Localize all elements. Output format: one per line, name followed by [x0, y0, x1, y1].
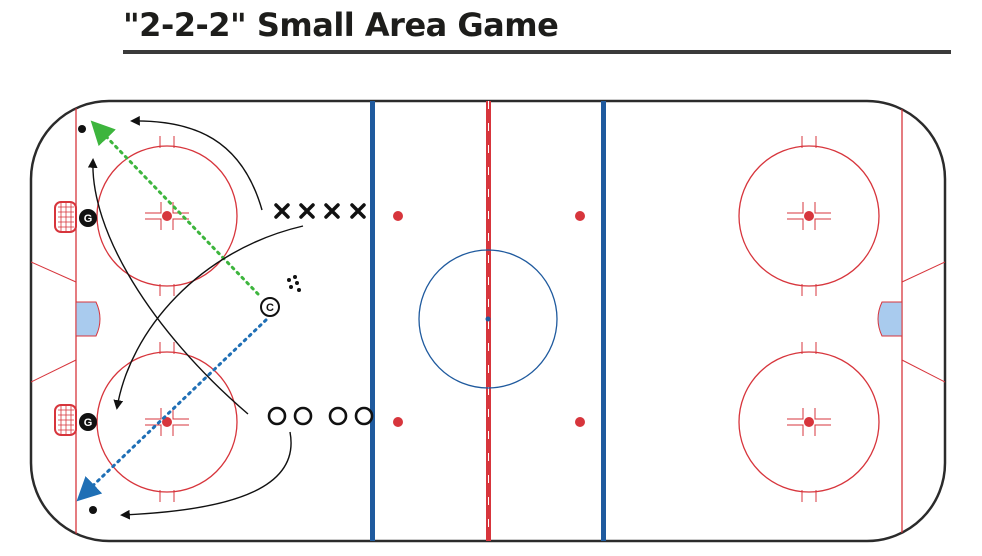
neutral-zone-dot: [575, 417, 585, 427]
coach-icon: C: [260, 297, 280, 317]
puck-icon: [89, 506, 97, 514]
goalie-icon: G: [79, 209, 97, 227]
right-blue-line: [601, 101, 606, 541]
neutral-zone-dot: [393, 417, 403, 427]
left-blue-line: [370, 101, 375, 541]
o-player-icon: [354, 406, 374, 426]
skater-path: [113, 225, 304, 410]
x-player-icon: [299, 203, 315, 219]
x-player-icon: [324, 203, 340, 219]
page-title: "2-2-2" Small Area Game: [123, 6, 559, 44]
green-pass-line: [90, 120, 260, 296]
left-board-mark: [31, 359, 77, 383]
coach-label: C: [266, 302, 274, 314]
faceoff-circle: [738, 342, 880, 502]
faceoff-circle: [738, 136, 880, 296]
o-player-icon: [293, 406, 313, 426]
faceoff-circle: [96, 136, 238, 296]
blue-pass-line: [76, 318, 268, 502]
skater-path: [130, 115, 263, 211]
x-player-icon: [350, 203, 366, 219]
center-faceoff-circle: [418, 249, 558, 389]
neutral-zone-dot: [575, 211, 585, 221]
left-goal-crease: [75, 301, 101, 337]
left-board-mark: [31, 261, 77, 283]
right-board-mark: [901, 359, 945, 383]
puck-icon: [78, 125, 86, 133]
puck-pile-icon: [287, 275, 301, 292]
goalie-label: G: [84, 213, 93, 225]
goalie-icon: G: [79, 413, 97, 431]
hockey-net-icon: [54, 201, 77, 233]
x-player-icon: [274, 203, 290, 219]
skater-path: [87, 158, 249, 415]
center-faceoff-dot: [485, 316, 491, 322]
title-underline: [123, 50, 951, 54]
hockey-net-icon: [54, 404, 77, 436]
neutral-zone-dot: [393, 211, 403, 221]
o-player-icon: [267, 406, 287, 426]
goalie-label: G: [84, 417, 93, 429]
right-goal-crease: [877, 301, 903, 337]
o-player-icon: [328, 406, 348, 426]
skater-path: [120, 431, 292, 520]
right-board-mark: [901, 261, 945, 283]
